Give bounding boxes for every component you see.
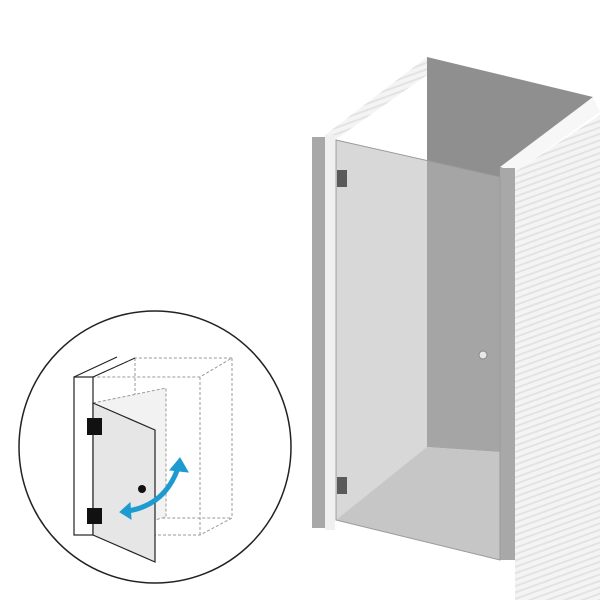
handle-icon <box>138 485 146 493</box>
right-wall-top <box>500 97 600 172</box>
hinge-icon <box>87 508 102 524</box>
glass-door <box>335 139 501 561</box>
door-swing-inset <box>18 310 292 584</box>
hinge-icon <box>87 418 102 435</box>
inset-door <box>92 402 156 563</box>
right-wall-edge <box>500 168 515 560</box>
right-wall <box>515 115 600 600</box>
left-wall-strip <box>312 137 325 528</box>
handle-icon <box>478 350 488 360</box>
left-wall-top <box>325 57 427 140</box>
hinge-icon <box>337 170 347 187</box>
door-swing-arrow-icon <box>119 457 189 520</box>
shower-enclosure <box>312 57 600 600</box>
hinge-icon <box>337 477 347 494</box>
left-wall-face <box>325 135 335 530</box>
